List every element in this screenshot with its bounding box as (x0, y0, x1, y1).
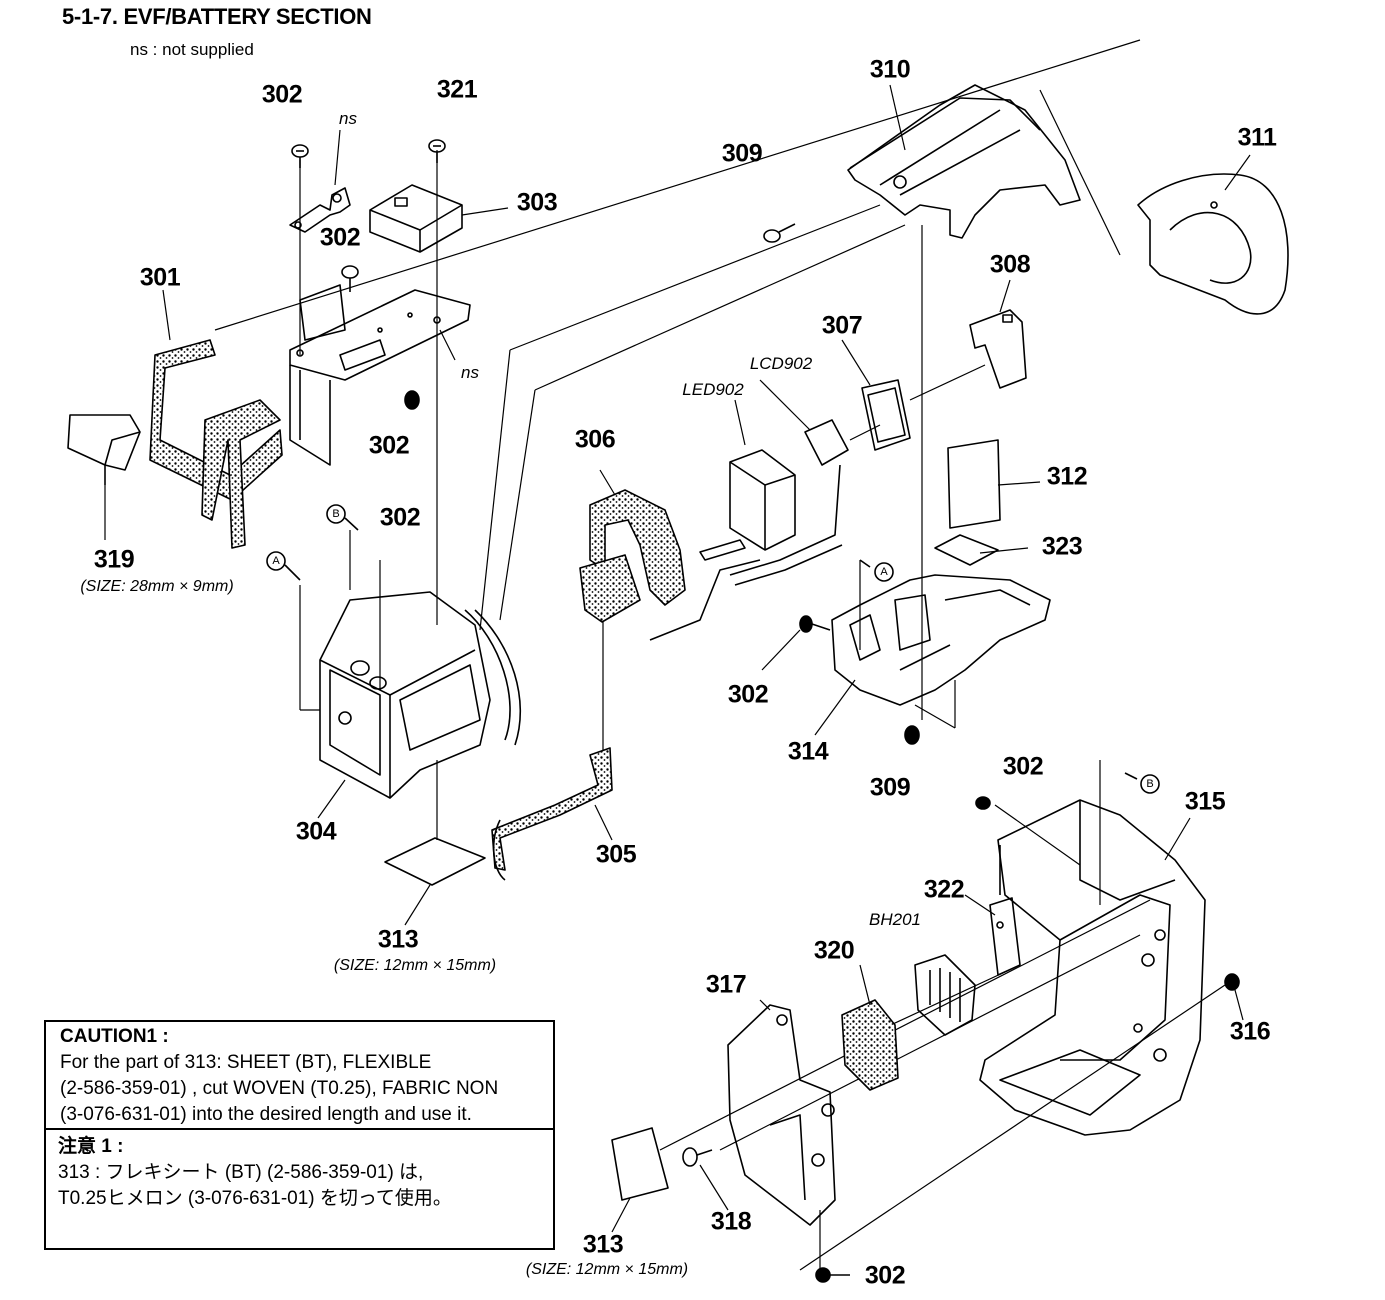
label-302-d: 302 (1002, 752, 1044, 781)
part-305-flex (491, 747, 613, 881)
section-title: 5-1-7. EVF/BATTERY SECTION (62, 4, 372, 29)
label-321: 321 (436, 75, 478, 104)
part-319-sheet (67, 414, 141, 485)
screw-316 (1224, 973, 1240, 991)
label-302-top: 302 (261, 80, 303, 109)
part-303-block (369, 184, 463, 253)
part-307-frame (861, 379, 911, 451)
label-310: 310 (869, 55, 911, 84)
label-317: 317 (705, 970, 747, 999)
bh201-terminal (914, 954, 976, 1036)
caution-box: CAUTION1 : For the part of 313: SHEET (B… (44, 1020, 555, 1250)
part-310-housing (847, 84, 1081, 239)
label-316: 316 (1229, 1017, 1271, 1046)
label-322: 322 (923, 875, 965, 904)
marker-b-left-letter: B (332, 508, 340, 520)
caution-japanese: 注意 1 : 313 : フレキシート (BT) (2-586-359-01) … (46, 1130, 553, 1212)
marker-b-right-letter: B (1146, 778, 1154, 790)
marker-b-right (1124, 772, 1160, 794)
label-ns-right: ns (461, 363, 479, 382)
lcd902-sheet (729, 419, 849, 586)
part-313-sheet-b (611, 1127, 669, 1201)
screw-318 (682, 1147, 713, 1167)
part-301-flex (149, 339, 283, 549)
label-302-mid: 302 (319, 223, 361, 252)
label-303: 303 (516, 188, 558, 217)
caution-jp-line-1: 313 : フレキシート (BT) (2-586-359-01) は, (58, 1162, 424, 1183)
marker-b-left (326, 504, 359, 531)
label-323: 323 (1041, 532, 1083, 561)
marker-a-right-letter: A (880, 566, 888, 578)
screw-302-low (404, 390, 420, 410)
part-306-bracket (579, 489, 761, 641)
caution-jp-line-2: T0.25ヒメロン (3-076-631-01) を切って使用。 (58, 1188, 452, 1209)
label-302-b: 302 (379, 503, 421, 532)
label-304: 304 (295, 817, 337, 846)
screw-309-top (763, 223, 796, 243)
size-313-a: (SIZE: 12mm × 15mm) (333, 957, 497, 974)
marker-a-left (266, 551, 301, 581)
label-309-top: 309 (721, 139, 763, 168)
not-supplied-note: ns : not supplied (130, 40, 254, 59)
part-312-sheet (947, 439, 1001, 529)
label-301: 301 (139, 263, 181, 292)
size-313-b: (SIZE: 12mm × 15mm) (525, 1261, 689, 1278)
part-320-foam (841, 999, 899, 1091)
label-ns-top: ns (339, 109, 357, 128)
part-322-plate (989, 897, 1021, 976)
caution-heading: CAUTION1 : (60, 1026, 169, 1047)
part-308-bracket (969, 309, 1027, 389)
part-314-frame (799, 574, 1051, 706)
label-305: 305 (595, 840, 637, 869)
ns-board (289, 284, 471, 466)
screw-302-top (291, 144, 309, 168)
label-311: 311 (1237, 123, 1277, 152)
part-313-sheet-a (384, 837, 486, 886)
screw-302-mid (341, 265, 359, 292)
caution-line-2: (2-586-359-01) , cut WOVEN (T0.25), FABR… (60, 1078, 499, 1099)
leader-lines (104, 84, 1251, 1233)
screw-302-bottom (815, 1267, 850, 1283)
label-320: 320 (813, 936, 855, 965)
ns-bracket (289, 187, 351, 233)
part-323-sheet (934, 534, 999, 566)
label-302-e: 302 (864, 1261, 906, 1290)
caution-line-3: (3-076-631-01) into the desired length a… (60, 1104, 472, 1125)
label-319: 319 (93, 545, 135, 574)
label-318: 318 (710, 1207, 752, 1236)
label-302-c: 302 (727, 680, 769, 709)
label-307: 307 (821, 311, 863, 340)
screw-321 (428, 139, 446, 163)
size-319: (SIZE: 28mm × 9mm) (80, 578, 234, 595)
part-315-housing (975, 796, 1206, 1136)
label-bh201: BH201 (869, 910, 921, 929)
caution-jp-heading: 注意 1 : (58, 1136, 124, 1157)
screw-309-low (904, 725, 920, 745)
label-313-a: 313 (377, 925, 419, 954)
part-317-bracket (727, 1004, 836, 1226)
label-315: 315 (1184, 787, 1226, 816)
part-311-hood (1137, 173, 1289, 315)
label-314: 314 (787, 737, 829, 766)
part-304-evf-block (319, 591, 522, 799)
label-313-b: 313 (582, 1230, 624, 1259)
label-lcd902: LCD902 (749, 354, 813, 373)
caution-english: CAUTION1 : For the part of 313: SHEET (B… (46, 1022, 553, 1130)
label-306: 306 (574, 425, 616, 454)
label-309-low: 309 (869, 773, 911, 802)
label-led902: LED902 (682, 380, 744, 399)
marker-a-left-letter: A (272, 555, 280, 567)
label-312: 312 (1046, 462, 1088, 491)
marker-a-right (859, 559, 894, 582)
label-302-low: 302 (368, 431, 410, 460)
caution-line-1: For the part of 313: SHEET (BT), FLEXIBL… (60, 1052, 432, 1073)
label-308: 308 (989, 250, 1031, 279)
led902-unit (699, 449, 796, 561)
